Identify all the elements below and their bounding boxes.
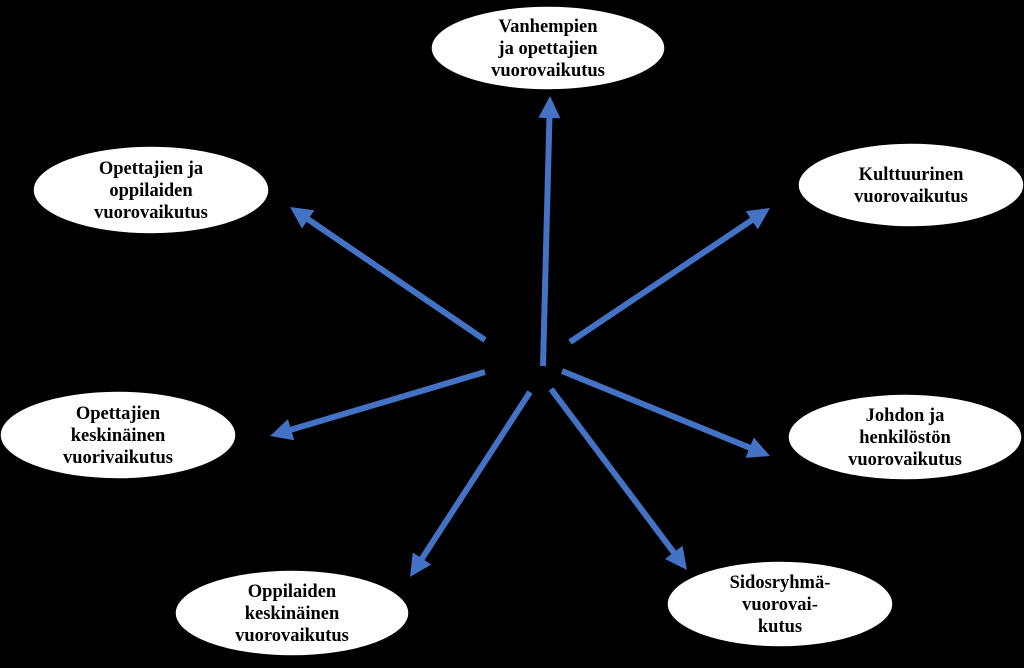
node-label-line: vuorovai- (742, 595, 818, 615)
arrows-layer (270, 96, 770, 577)
arrow-to-teachers-pupils (290, 207, 487, 343)
node-label-line: Opettajien (76, 404, 161, 424)
arrow-shaft (548, 387, 678, 556)
arrow-shaft (418, 390, 533, 562)
node-label-line: Kulttuurinen (859, 165, 965, 185)
node-ellipse (174, 569, 410, 657)
node-label-line: keskinäinen (245, 604, 340, 624)
arrow-to-teachers-mutual (270, 369, 486, 441)
node-ellipse (32, 145, 270, 235)
arrow-to-management-staff (560, 368, 770, 458)
node-ellipse (797, 142, 1024, 228)
node-label-line: keskinäinen (71, 426, 166, 446)
node-label-line: oppilaiden (109, 181, 193, 201)
node-label-line: Vanhempien (498, 17, 598, 37)
node-label-line: Sidosryhmä- (730, 573, 831, 593)
node-ellipse (787, 393, 1023, 481)
node-label: Sidosryhmä-vuorovai-kutus (730, 573, 831, 637)
node-label-line: vuorovaikutus (94, 203, 208, 223)
arrow-shaft (304, 215, 487, 343)
arrow-head (270, 419, 295, 441)
node-label-line: Opettajien ja (99, 159, 203, 179)
arrow-head (290, 207, 315, 229)
arrow-to-cultural (568, 208, 770, 345)
arrow-to-parents-teachers (538, 96, 561, 367)
node-ellipse (0, 390, 237, 480)
node-label-line: ja opettajien (497, 39, 598, 59)
node-label-line: vuorovaikutus (854, 187, 968, 207)
node-label-line: vuorovaikutus (848, 450, 962, 470)
arrow-shaft (560, 368, 753, 452)
arrow-head (664, 545, 687, 570)
arrow-head (745, 437, 770, 458)
arrow-head (538, 96, 561, 119)
node-label-line: vuorovaikutus (491, 61, 605, 81)
node-stakeholder: Sidosryhmä-vuorovai-kutus (666, 560, 894, 648)
arrow-to-stakeholder (548, 387, 687, 570)
node-label-line: henkilöstön (859, 428, 951, 448)
arrow-head (410, 552, 432, 577)
node-ellipse (666, 560, 894, 648)
node-label-line: kutus (758, 617, 802, 637)
node-label-line: vuorivaikutus (63, 448, 173, 468)
node-label-line: Oppilaiden (248, 582, 337, 602)
arrow-shaft (288, 369, 486, 434)
node-ellipse (430, 5, 666, 91)
node-label-line: Johdon ja (866, 406, 945, 426)
arrow-shaft (540, 115, 553, 367)
node-label-line: vuorovaikutus (235, 626, 349, 646)
arrow-to-pupils-mutual (410, 390, 533, 577)
arrow-head (745, 208, 770, 230)
arrow-shaft (568, 216, 756, 345)
